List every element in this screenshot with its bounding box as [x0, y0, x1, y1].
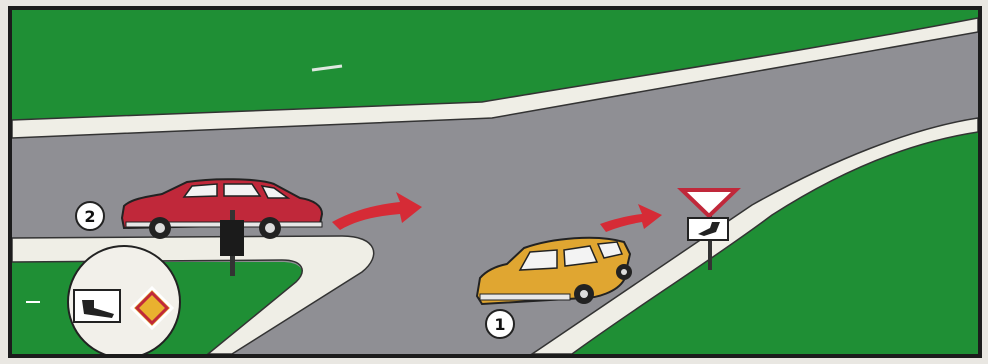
intersection-illustration: 2 1	[8, 6, 982, 358]
svg-text:2: 2	[84, 207, 95, 226]
car-2-label: 2	[76, 202, 104, 230]
main-road-bend-plate	[74, 290, 120, 322]
car-1-label: 1	[486, 310, 514, 338]
svg-text:1: 1	[494, 315, 505, 334]
intersection-scene: 2 1	[12, 10, 978, 354]
